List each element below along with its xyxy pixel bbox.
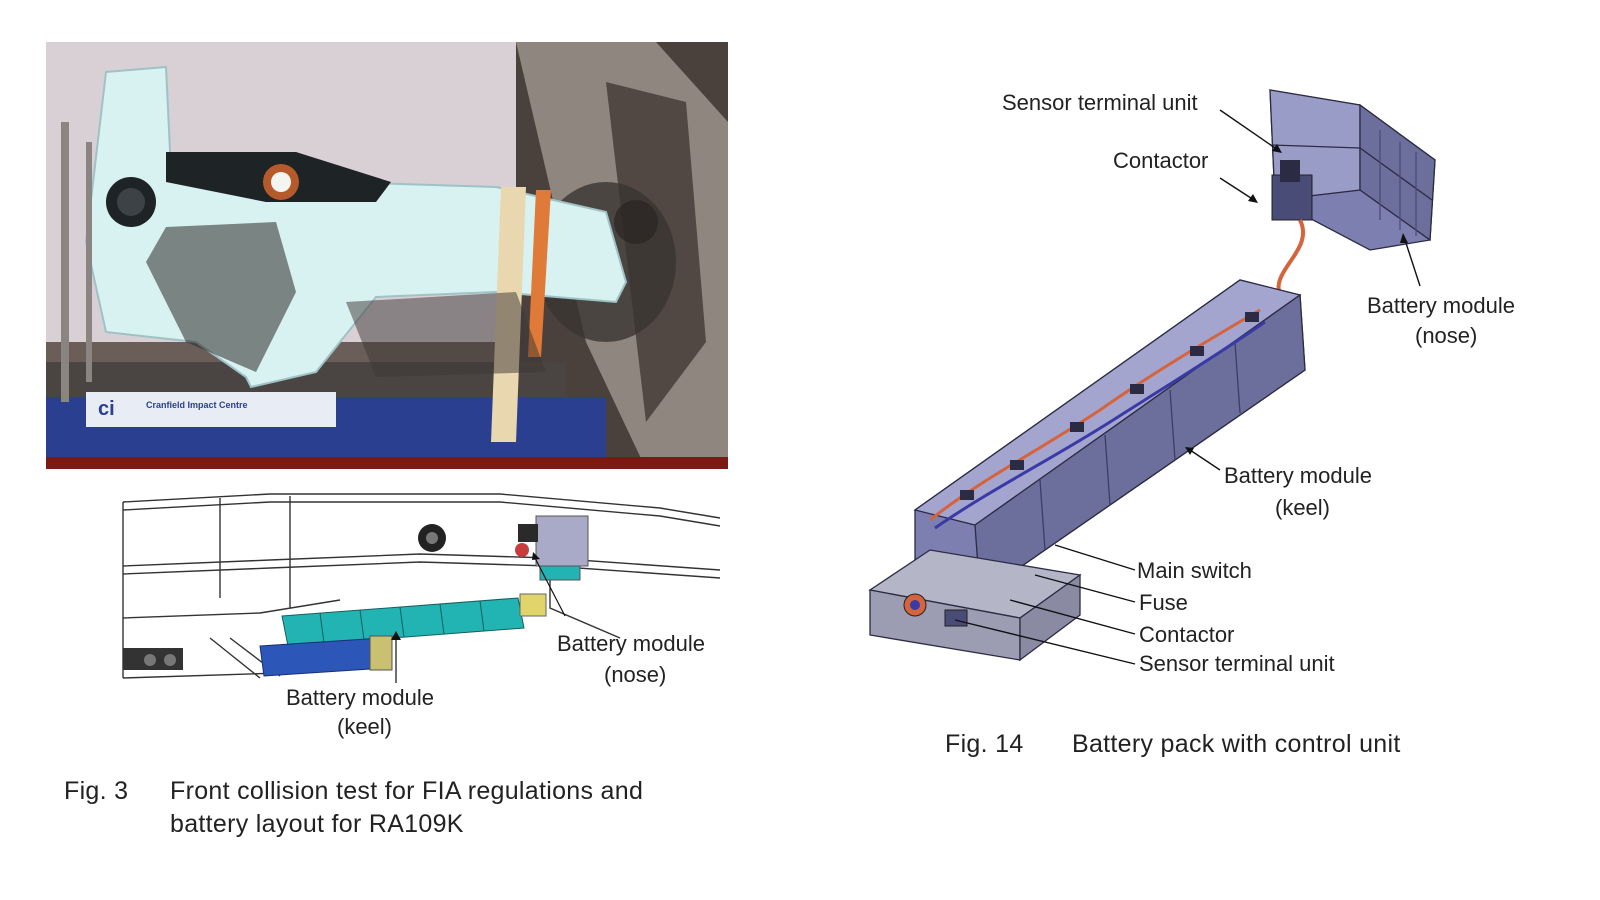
fig3-caption-line1: Front collision test for FIA regulations…	[170, 777, 644, 805]
sled-banner-text: Cranfield Impact Centre	[146, 400, 248, 410]
fig3-label-battery-module-keel: Battery module	[286, 685, 434, 710]
fig14-label-sensor-terminal-unit-top: Sensor terminal unit	[1002, 90, 1198, 115]
crash-test-photo: ci Cranfield Impact Centre	[46, 42, 728, 469]
fig14-caption-text: Battery pack with control unit	[1072, 730, 1401, 758]
fig3-caption-line2: battery layout for RA109K	[170, 810, 464, 838]
battery-pack-illustration	[860, 50, 1460, 670]
battery-layout-drawing	[120, 488, 725, 688]
fig3-label-nose: (nose)	[604, 662, 667, 687]
fig14-label-contactor-bottom: Contactor	[1139, 622, 1235, 647]
fig14-label-nose: (nose)	[1415, 323, 1478, 348]
fig14-label-battery-module-keel: Battery module	[1224, 463, 1372, 488]
fig14-label-sensor-terminal-unit-bottom: Sensor terminal unit	[1139, 651, 1335, 676]
fig3-label-battery-module-nose: Battery module	[557, 631, 705, 656]
fig14-label-fuse: Fuse	[1139, 590, 1188, 615]
svg-text:ci: ci	[98, 398, 115, 420]
chassis-line-drawing	[122, 493, 721, 683]
battery-pack-drawing	[868, 89, 1436, 665]
fig3-caption-number: Fig. 3	[64, 777, 129, 805]
fig14-label-keel: (keel)	[1275, 495, 1331, 520]
fig14-label-main-switch: Main switch	[1137, 558, 1252, 583]
fig14-label-contactor-top: Contactor	[1113, 148, 1209, 173]
crash-test-illustration: ci Cranfield Impact Centre	[46, 42, 728, 469]
fig14-label-battery-module-nose: Battery module	[1367, 293, 1515, 318]
fig3-label-keel: (keel)	[337, 714, 393, 739]
fig14-caption-number: Fig. 14	[945, 730, 1024, 758]
